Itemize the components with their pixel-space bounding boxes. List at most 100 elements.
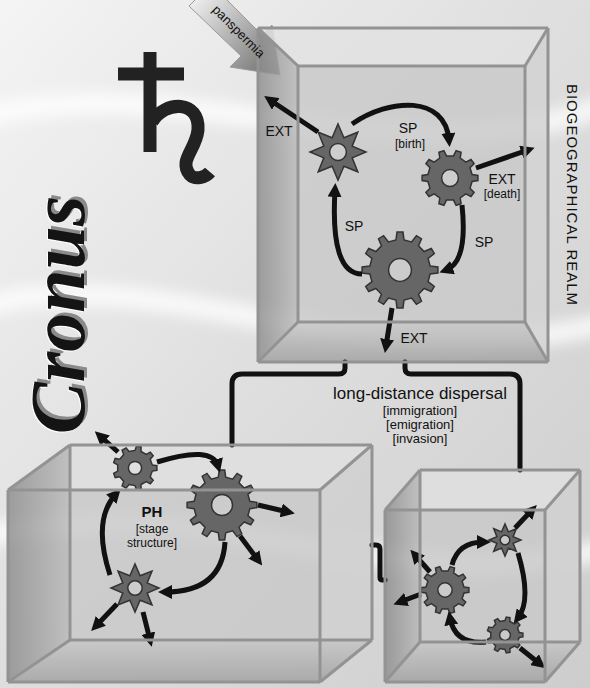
diagram-title: Cronus	[19, 196, 97, 435]
cube-edge	[524, 66, 527, 322]
ext-label: EXT	[400, 330, 427, 346]
cube-edge	[8, 640, 70, 682]
cube-edge	[70, 444, 372, 447]
ext-label: EXT	[265, 123, 292, 139]
sp-label: SP	[399, 120, 418, 136]
stage-note: [stage structure]	[120, 523, 184, 551]
process-arrows	[96, 100, 540, 664]
process-arrow	[515, 510, 532, 528]
gear-symbol	[187, 470, 257, 540]
gears	[111, 124, 523, 653]
process-arrow	[476, 150, 528, 168]
cube-outline	[8, 445, 372, 682]
dispersal-link	[232, 362, 345, 445]
cube-faces-part	[258, 322, 548, 362]
gear-symbol	[488, 617, 523, 653]
cube-edge	[525, 28, 548, 66]
cube-edge	[69, 445, 72, 640]
gear-symbol	[111, 564, 159, 612]
process-arrow	[452, 542, 484, 565]
cube-edge	[298, 65, 525, 68]
cube-edge	[385, 470, 420, 510]
cube-faces-part	[8, 445, 70, 682]
cube-edge	[298, 321, 525, 324]
process-arrow	[96, 604, 117, 626]
cube-edge	[320, 445, 372, 490]
cube-edge	[420, 641, 580, 644]
process-arrow	[518, 553, 525, 618]
cube-edge	[8, 489, 320, 492]
cube-outline	[385, 470, 580, 682]
saturn-symbol-part	[144, 52, 157, 152]
realm-heading: BIOGEOGRAPHICAL REALM	[563, 84, 580, 306]
cube-edge	[419, 470, 422, 642]
death-note: [death]	[484, 188, 521, 202]
process-arrow	[102, 494, 116, 575]
gear-symbol	[310, 124, 366, 180]
cube-edge	[525, 322, 548, 362]
cube-edge	[8, 681, 320, 684]
cube-edge	[320, 640, 372, 682]
dispersal-link	[372, 545, 385, 580]
cube-edge	[70, 639, 372, 642]
process-arrow	[157, 454, 218, 466]
ext-label: EXT	[488, 171, 515, 187]
dispersal-note: [immigration]	[383, 404, 457, 419]
cube-edge	[420, 469, 580, 472]
process-arrow	[415, 555, 430, 572]
realm-cube	[385, 470, 580, 682]
cube-edge	[7, 490, 10, 682]
cube-edge	[8, 445, 70, 490]
cube-faces-part	[525, 28, 548, 362]
cube-edge	[385, 642, 420, 682]
cube-faces-part	[258, 28, 548, 66]
cube-faces-part	[385, 642, 580, 682]
dispersal-note: [invasion]	[393, 432, 448, 447]
process-arrow	[446, 205, 463, 270]
cube-faces-part	[258, 28, 298, 362]
process-arrow	[352, 105, 449, 140]
cube-edge	[258, 322, 298, 362]
saturn-symbol-part	[152, 106, 210, 177]
phase-label: PH	[142, 503, 163, 520]
dispersal-note: [emigration]	[386, 418, 454, 433]
dispersal-label: long-distance dispersal	[333, 384, 507, 404]
cube-edge	[297, 66, 300, 322]
sp-label: SP	[345, 218, 364, 234]
cube-faces-part	[298, 66, 525, 322]
birth-note: [birth]	[395, 138, 425, 152]
cube-edge	[544, 510, 547, 682]
sp-label: SP	[475, 234, 494, 250]
cube-edge	[385, 681, 545, 684]
process-arrow	[386, 308, 392, 346]
cube-edge	[547, 28, 550, 362]
cube-edge	[579, 470, 582, 642]
cube-edge	[371, 445, 374, 640]
process-arrow	[258, 505, 288, 512]
cube-faces-part	[8, 640, 372, 682]
cube-edge	[319, 490, 322, 682]
realm-cube: PH [stage structure]	[8, 445, 372, 682]
process-arrow	[240, 536, 258, 560]
process-arrow	[400, 594, 421, 602]
process-arrow	[143, 612, 150, 640]
process-arrow	[450, 618, 486, 642]
cube-edge	[257, 28, 260, 362]
saturn-symbol	[118, 52, 210, 178]
cube-edge	[545, 470, 580, 510]
cube-edge	[545, 642, 580, 682]
gear-symbol	[362, 232, 438, 308]
cube-edge	[384, 510, 387, 682]
cube-faces	[8, 28, 580, 682]
process-arrow	[520, 648, 540, 664]
gear-symbol	[422, 151, 478, 206]
cube-edge	[385, 509, 545, 512]
cube-faces-part	[385, 470, 420, 682]
gear-symbol	[421, 567, 469, 614]
saturn-symbol-part	[118, 68, 184, 81]
gear-symbol	[114, 446, 157, 490]
panspermia-label: panspermia	[209, 3, 268, 62]
